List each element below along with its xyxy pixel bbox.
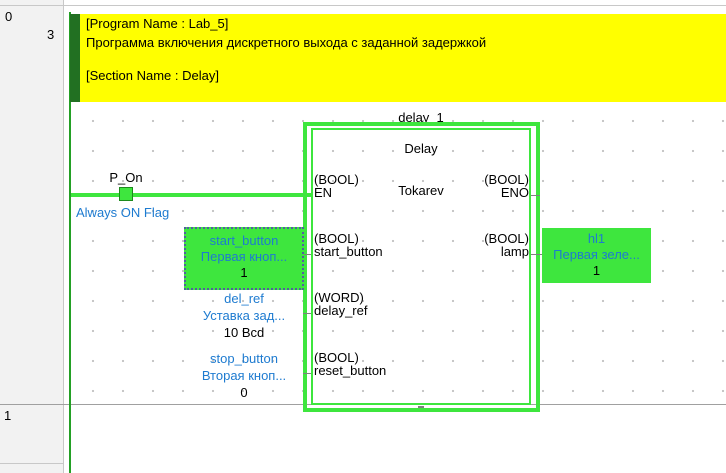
pin-en-type: (BOOL) xyxy=(314,172,359,187)
pin-delay-ref-type: (WORD) xyxy=(314,290,364,305)
gutter-bottom-line xyxy=(0,463,64,464)
contact-p-on[interactable] xyxy=(119,187,133,201)
pin-delay-ref[interactable]: delay_ref xyxy=(314,303,368,318)
rung-top-border xyxy=(0,5,726,6)
rung-comment[interactable] xyxy=(70,14,726,102)
reset-wire-stub xyxy=(303,373,311,374)
rung-number-0[interactable]: 0 xyxy=(5,9,13,24)
variable-comment: Первая зеле... xyxy=(553,247,640,262)
pin-eno-type: (BOOL) xyxy=(484,172,529,187)
rung-number-1[interactable]: 1 xyxy=(4,408,12,423)
delay-ref-wire-stub xyxy=(303,313,311,314)
pin-reset-button[interactable]: reset_button xyxy=(314,363,387,378)
en-wire-stub xyxy=(303,193,311,197)
comment-marker xyxy=(70,14,80,102)
pin-lamp[interactable]: lamp xyxy=(500,244,529,259)
function-block-delay[interactable] xyxy=(303,122,540,412)
section-name-label: [Section Name : Delay] xyxy=(86,68,219,83)
gutter-divider xyxy=(63,0,64,473)
pin-en[interactable]: EN xyxy=(314,185,333,200)
variable-value: 10 Bcd xyxy=(223,325,265,340)
variable-name: del_ref xyxy=(224,291,264,306)
rung-number-gutter xyxy=(0,0,64,473)
variable-name: hl1 xyxy=(587,231,606,246)
fb-type-name: Delay xyxy=(404,141,438,156)
pin-start-button-type: (BOOL) xyxy=(314,231,359,246)
variable-stop-button[interactable]: stop_button Вторая кноп... 0 xyxy=(184,350,304,401)
variable-name: start_button xyxy=(209,233,279,248)
fb-author: Tokarev xyxy=(398,183,444,198)
pin-reset-button-type: (BOOL) xyxy=(314,350,359,365)
start-wire-stub xyxy=(303,254,311,255)
variable-comment: Первая кноп... xyxy=(200,249,288,264)
pin-lamp-type: (BOOL) xyxy=(484,231,529,246)
contact-label: P_On xyxy=(109,170,143,185)
rung-step-number: 3 xyxy=(47,27,55,42)
variable-hl1[interactable]: hl1 Первая зеле... 1 xyxy=(542,228,651,283)
lamp-wire-stub xyxy=(531,254,543,255)
program-description: Программа включения дискретного выхода с… xyxy=(86,35,487,50)
program-name-label: [Program Name : Lab_5] xyxy=(86,16,229,31)
contact-comment: Always ON Flag xyxy=(76,205,170,220)
eno-wire-stub xyxy=(531,195,540,196)
fb-instance-name[interactable]: delay_1 xyxy=(398,110,444,125)
pin-eno[interactable]: ENO xyxy=(500,185,529,200)
variable-value: 1 xyxy=(592,263,601,278)
variable-comment: Уставка зад... xyxy=(202,308,286,323)
function-block-inner-frame xyxy=(311,128,531,405)
pin-start-button[interactable]: start_button xyxy=(314,244,383,259)
variable-start-button[interactable]: start_button Первая кноп... 1 xyxy=(184,227,304,290)
fb-bottom-tick xyxy=(418,406,424,408)
variable-name: stop_button xyxy=(210,351,278,366)
variable-del-ref[interactable]: del_ref Уставка зад... 10 Bcd xyxy=(184,290,304,341)
variable-comment: Вторая кноп... xyxy=(201,368,287,383)
variable-value: 0 xyxy=(240,385,248,400)
variable-value: 1 xyxy=(240,265,248,280)
enable-wire xyxy=(71,193,304,197)
